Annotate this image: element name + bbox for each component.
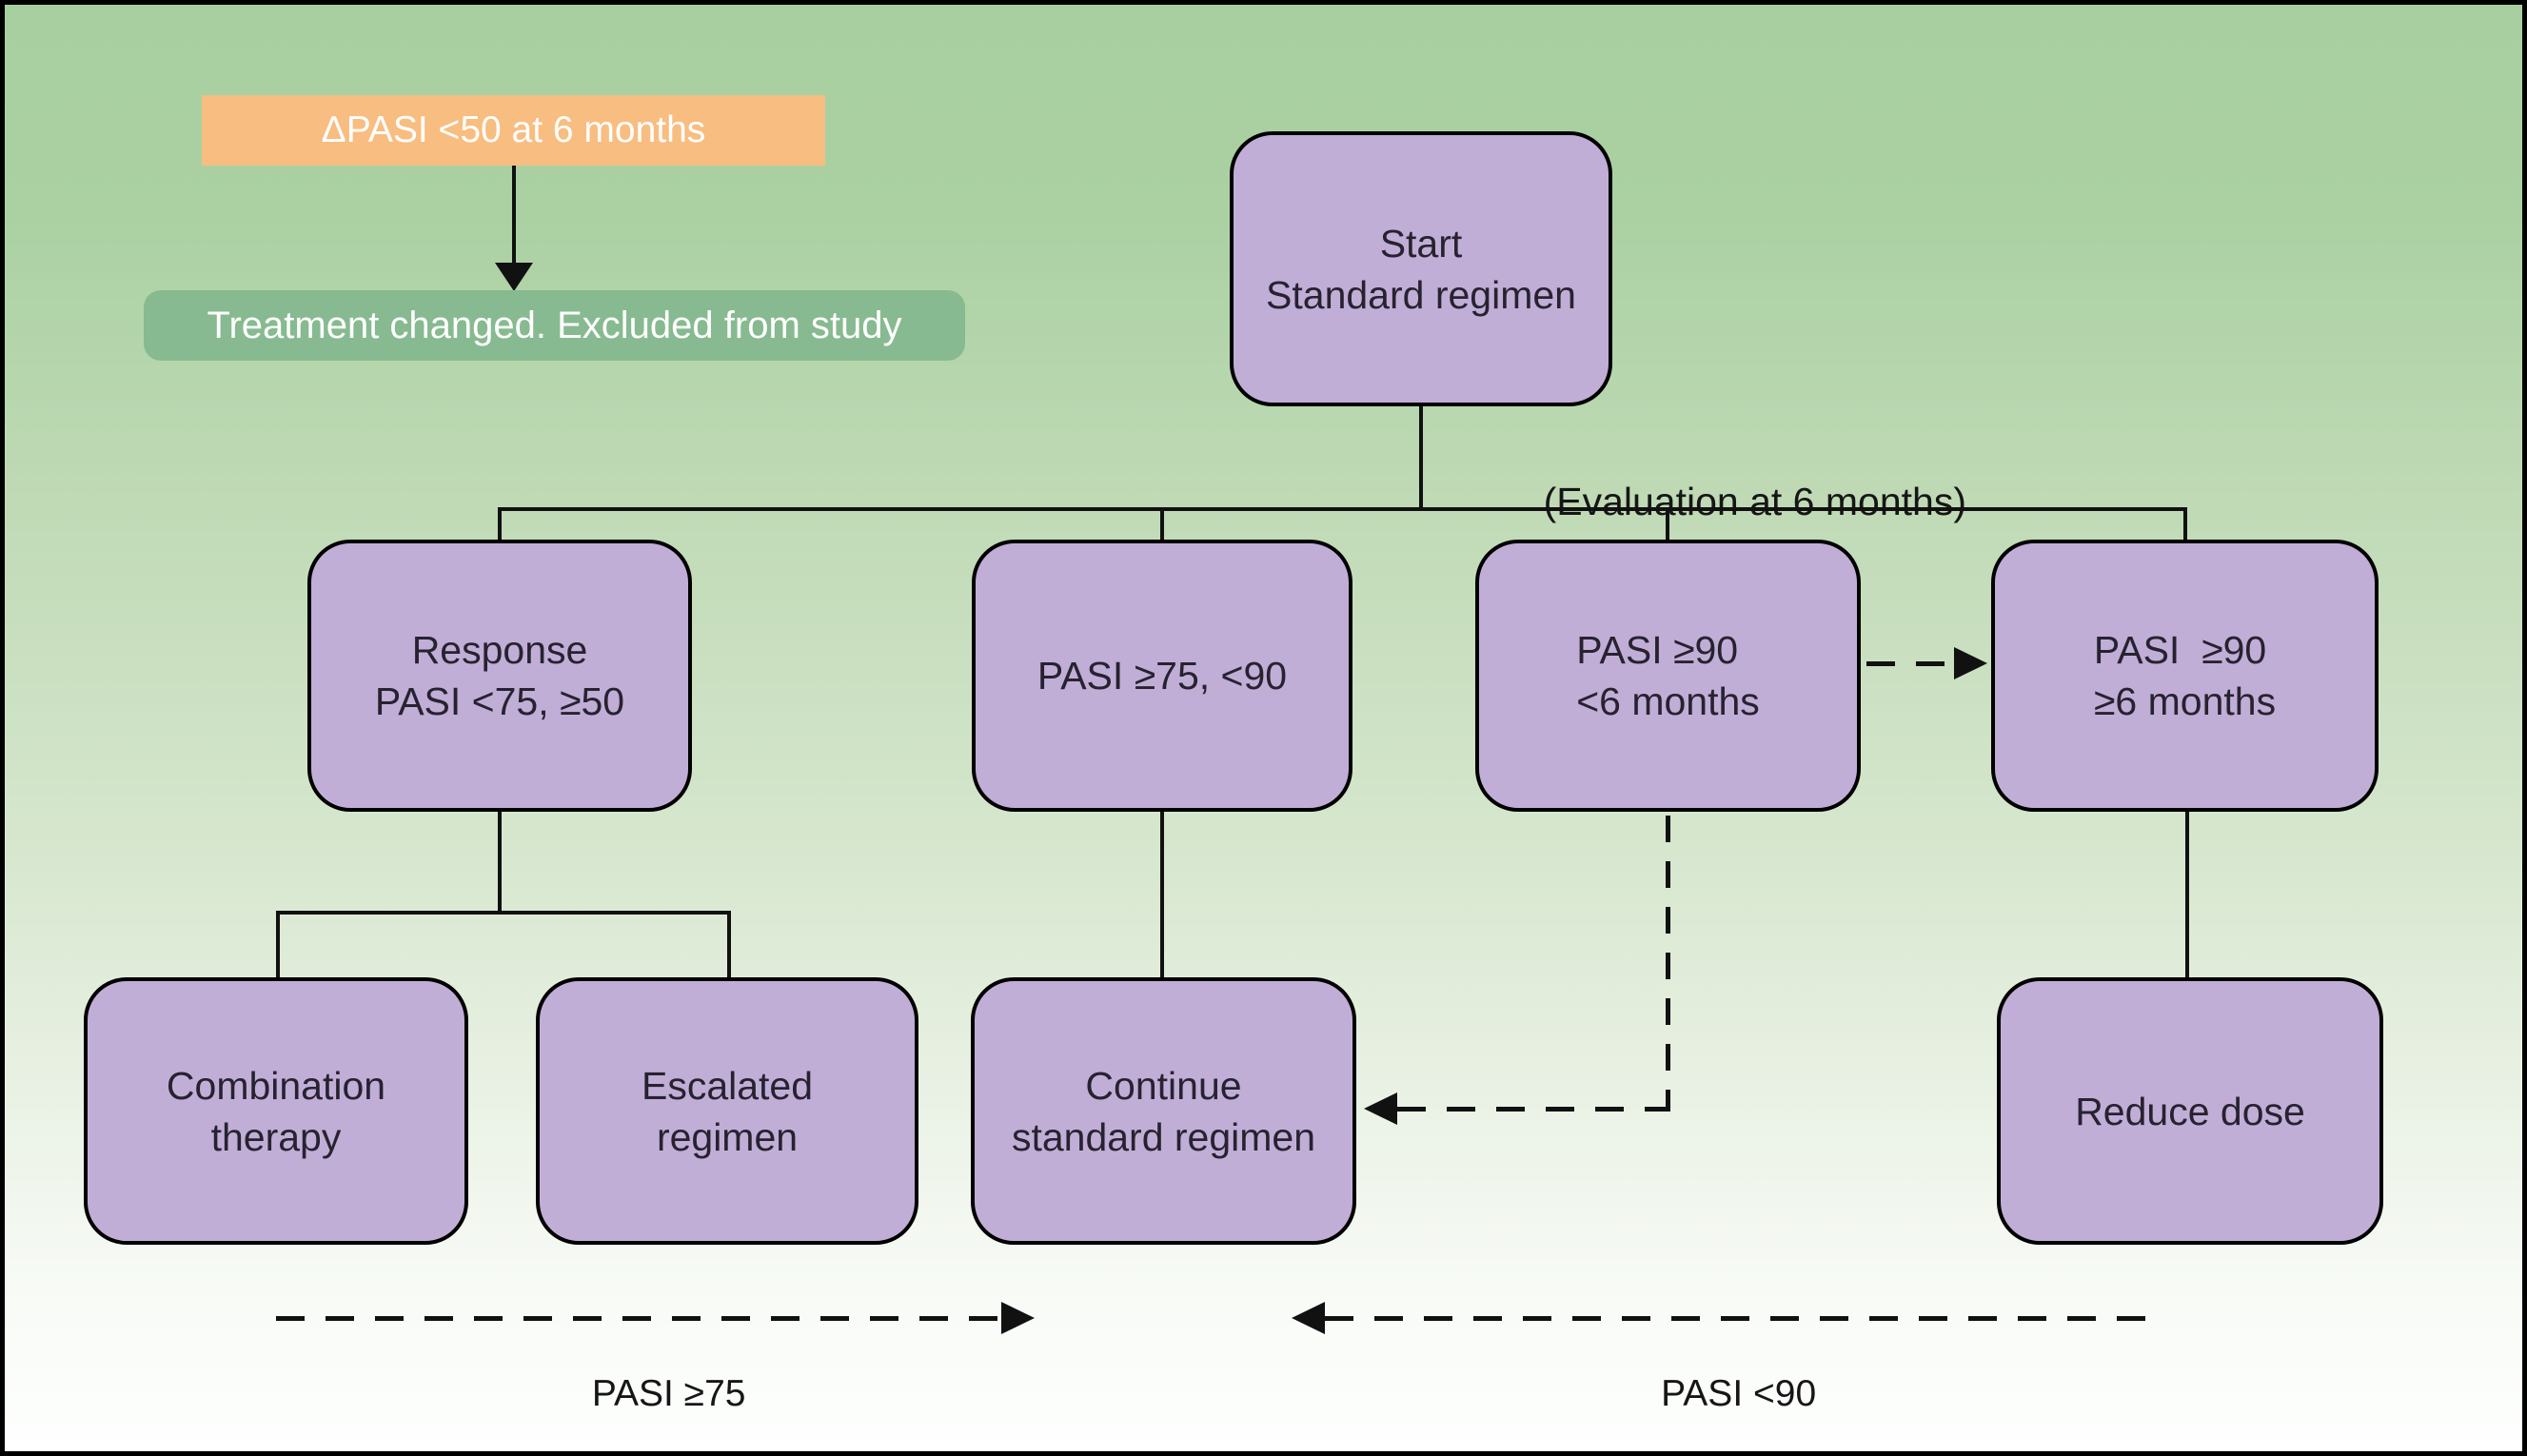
node-pasi-90-lt6m-label: PASI ≥90 <6 months: [1576, 628, 1760, 723]
connector-stub-combination: [276, 913, 280, 977]
evaluation-note-label: (Evaluation at 6 months): [1543, 480, 1966, 523]
connector-dashed-lt6-down: [1666, 816, 1670, 1109]
node-start: Start Standard regimen: [1230, 131, 1612, 406]
connector-stub-pasi7590: [1160, 509, 1164, 541]
node-excluded-label: Treatment changed. Excluded from study: [207, 304, 902, 346]
node-continue-label: Continue standard regimen: [1011, 1063, 1316, 1159]
connector-response-stem: [498, 812, 502, 915]
node-response: Response PASI <75, ≥50: [307, 540, 692, 812]
connector-deltapasi-to-excluded: [512, 166, 516, 266]
node-escalated-regimen: Escalated regimen: [536, 977, 918, 1245]
connector-dashed-lt6-left: [1397, 1107, 1670, 1112]
node-pasi-90-ge6m: PASI ≥90 ≥6 months: [1991, 540, 2379, 812]
edge-label-pasi-lt90-text: PASI <90: [1661, 1373, 1817, 1414]
arrowhead-right-icon: [1954, 647, 1987, 679]
connector-branch-line: [498, 507, 2187, 511]
arrowhead-down-icon: [495, 263, 533, 291]
node-delta-pasi-label: ΔPASI <50 at 6 months: [321, 109, 706, 150]
node-start-label: Start Standard regimen: [1266, 221, 1576, 317]
node-excluded-result: Treatment changed. Excluded from study: [144, 290, 965, 361]
connector-dashed-lt6-to-ge6: [1866, 661, 1956, 666]
node-pasi-90-lt6m: PASI ≥90 <6 months: [1475, 540, 1861, 812]
connector-start-stem: [1419, 406, 1423, 511]
connector-dashed-pasi-ge75: [276, 1316, 1003, 1321]
node-reduce-dose: Reduce dose: [1997, 977, 2383, 1245]
node-pasi-75-90-label: PASI ≥75, <90: [1036, 654, 1288, 698]
connector-stub-escalated: [727, 913, 731, 977]
node-escalated-label: Escalated regimen: [641, 1063, 814, 1159]
evaluation-note: (Evaluation at 6 months): [1462, 435, 2004, 569]
node-reduce-dose-label: Reduce dose: [2075, 1089, 2305, 1133]
node-delta-pasi-condition: ΔPASI <50 at 6 months: [202, 95, 825, 166]
connector-stub-pasi90ge6: [2183, 509, 2187, 541]
node-continue-standard: Continue standard regimen: [971, 977, 1356, 1245]
connector-pasi90ge6-to-reduce: [2185, 812, 2189, 977]
edge-label-pasi-ge75: PASI ≥75: [458, 1331, 839, 1451]
node-pasi-90-ge6m-label: PASI ≥90 ≥6 months: [2093, 628, 2277, 723]
connector-response-branch: [276, 911, 731, 915]
node-combination-therapy: Combination therapy: [84, 977, 468, 1245]
connector-dashed-pasi-lt90: [1325, 1316, 2165, 1321]
arrowhead-left-icon: [1292, 1302, 1325, 1334]
connector-stub-response: [498, 509, 502, 541]
edge-label-pasi-ge75-text: PASI ≥75: [591, 1373, 746, 1414]
edge-label-pasi-lt90: PASI <90: [1528, 1331, 1908, 1451]
connector-stub-pasi90lt6: [1666, 509, 1669, 541]
node-pasi-75-90: PASI ≥75, <90: [972, 540, 1352, 812]
arrowhead-left-icon: [1364, 1092, 1397, 1125]
node-response-label: Response PASI <75, ≥50: [374, 628, 625, 723]
arrowhead-right-icon: [1001, 1302, 1035, 1334]
node-combination-label: Combination therapy: [166, 1063, 386, 1159]
connector-pasi7590-to-continue: [1160, 812, 1164, 977]
